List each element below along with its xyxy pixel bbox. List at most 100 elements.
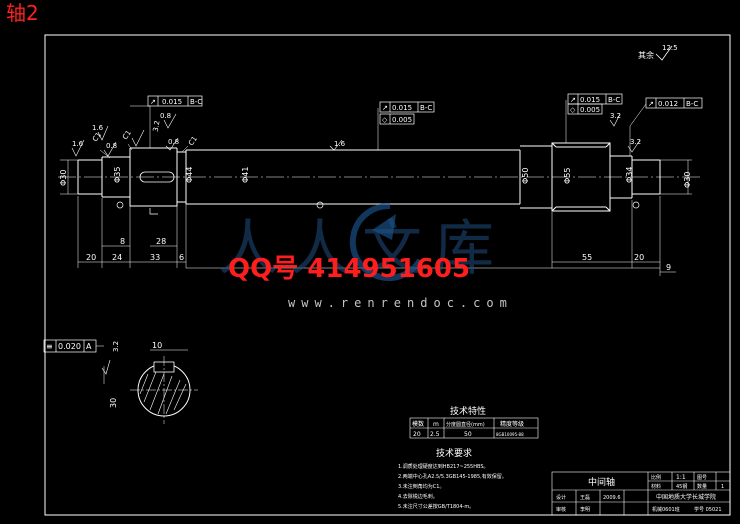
tolerance-frame-left: ↗ 0.015 B-C (130, 95, 203, 148)
section-depth: 30 (109, 398, 118, 408)
roughness-r8: 0.8 (160, 112, 171, 120)
datum-letter-mark (149, 208, 158, 215)
tech-char-h0: 模数 (412, 420, 424, 428)
tol-right-2-value: 0.005 (580, 106, 600, 114)
watermark-chars: 人人文库 (218, 214, 506, 284)
tb-school: 中国地质大学长城学院 (656, 493, 716, 501)
tb-student-no: 学号 05021 (694, 506, 722, 513)
tol-left-value: 0.015 (162, 98, 182, 106)
dim-l4: 6 (179, 253, 184, 262)
tb-qty-label: 数量 (697, 483, 707, 490)
tech-char-v1: 2.5 (430, 431, 440, 438)
tol-mid-1-ref: B-C (420, 104, 432, 112)
cross-section-view: 10 30 3.2 (101, 341, 198, 424)
svg-text:◇: ◇ (382, 116, 388, 124)
chamfer-leaders (99, 143, 189, 159)
tech-req-item-4: 4.去除锐边毛刺。 (398, 493, 438, 500)
tb-checker-label: 审核 (556, 506, 566, 513)
tol-right-3-ref: B-C (686, 100, 698, 108)
roughness-r2: 0.8 (106, 142, 117, 150)
tolerance-frame-mid: ↗ 0.015 B-C ◇ 0.005 (377, 101, 435, 150)
dim-d-left-end: Φ30 (59, 170, 68, 186)
tolerance-frame-far-right: ↗ 0.012 B-C (629, 97, 703, 156)
dim-d-keyed: Φ35 (113, 167, 122, 183)
dim-l3: 33 (150, 253, 160, 262)
dim-l5: 8 (120, 237, 125, 246)
dim-l6: 28 (156, 237, 166, 246)
tb-scale-label: 比例 (651, 474, 661, 481)
chamfer-c3: C1 (187, 135, 199, 147)
tb-material-value: 45钢 (676, 483, 687, 490)
section-tolerance-frame: ≡ 0.020 A (43, 339, 104, 353)
diameter-dim-lines (60, 159, 692, 195)
length-labels: 20 24 33 6 8 28 55 20 9 (86, 237, 671, 272)
tol-right-1-value: 0.015 (580, 96, 600, 104)
sheet-title: 轴2 (6, 1, 39, 25)
tech-char-h3: 精度等级 (500, 420, 524, 428)
tb-qty-value: 1 (721, 484, 724, 490)
tech-char-v3: 8GB10095-88 (496, 432, 524, 437)
dim-l1: 20 (86, 253, 96, 262)
dim-l8: 20 (634, 253, 644, 262)
surface-note-prefix: 其余 (638, 50, 654, 60)
roughness-marks: 1.6 0.8 3.2 0.8 1.6 3.2 3.2 0.8 1.6 (71, 112, 641, 157)
tb-checker-value: 李明 (580, 506, 590, 513)
chamfer-labels: C1 C1 C1 (91, 129, 199, 147)
tb-date: 2009.6 (603, 495, 621, 501)
roughness-r7: 3.2 (630, 138, 641, 146)
dim-d-sleeve: Φ55 (563, 168, 572, 184)
tech-char-v0: 20 (413, 431, 421, 438)
chamfer-c2: C1 (121, 129, 133, 141)
tol-mid-2-value: 0.005 (392, 116, 412, 124)
title-block-text: 中间轴 比例 1:1 图号 材料 45钢 数量 1 设计 王磊 审核 李明 20… (556, 474, 724, 513)
chamfer-c1: C1 (91, 131, 103, 143)
length-dimensions (77, 196, 676, 276)
svg-text:≡: ≡ (46, 342, 53, 351)
surface-note-value: 12.5 (662, 44, 678, 52)
svg-text:↗: ↗ (382, 104, 388, 112)
roughness-r5: 1.6 (334, 140, 346, 148)
tech-char-h1: m (433, 421, 439, 428)
tb-material-label: 材料 (651, 483, 661, 490)
tb-designer-label: 设计 (556, 494, 566, 501)
tech-req-item-1: 1.调质处理硬度达到HB217~255HBS。 (398, 463, 489, 470)
tb-part-name: 中间轴 (588, 476, 615, 488)
shaft-outline (77, 142, 661, 212)
tech-char-h2: 分度圆直径(mm) (446, 421, 485, 428)
datum-mark-left (116, 201, 124, 209)
watermark-logo (349, 202, 423, 281)
tech-req-item-2: 2.两端中心孔A2.5/5.3GB145-1985,有效保留。 (398, 473, 507, 480)
section-width: 10 (152, 341, 162, 350)
section-key-label: 3.2 (112, 341, 120, 352)
tech-req-item-3: 3.未注倒角均为C1。 (398, 483, 444, 490)
tb-class-info: 机械0601班 (652, 506, 680, 513)
dim-l2: 24 (112, 253, 122, 262)
svg-text:◇: ◇ (570, 106, 576, 114)
tol-section-ref: A (86, 342, 92, 351)
tech-req-item-5: 5.未注尺寸公差按GB/T1804-m。 (398, 503, 474, 510)
diameter-labels: Φ30 Φ35 Φ44 Φ41 Φ50 Φ55 Φ34 Φ30 (59, 167, 692, 188)
dim-d-collar: Φ44 (185, 167, 194, 183)
roughness-r9: 1.6 (92, 124, 104, 132)
roughness-r6: 3.2 (610, 112, 621, 120)
tb-scale-value: 1:1 (676, 474, 686, 481)
dim-d-right-1: Φ34 (625, 167, 634, 183)
tol-section-value: 0.020 (58, 342, 81, 351)
dim-d-bearing: Φ50 (521, 168, 530, 184)
datum-mark-mid (316, 201, 324, 209)
tech-requirements: 技术要求 1.调质处理硬度达到HB217~255HBS。 2.两端中心孔A2.5… (398, 447, 507, 510)
dim-d-right-end: Φ30 (683, 172, 692, 188)
tol-left-ref: B-C (190, 98, 202, 106)
svg-text:↗: ↗ (150, 98, 156, 106)
roughness-symbol (655, 45, 673, 61)
drawing-frame (44, 34, 731, 516)
tolerance-frame-right: ↗ 0.015 B-C ◇ 0.005 (565, 93, 623, 143)
keyway-slot (139, 171, 175, 183)
tb-designer-value: 王磊 (580, 495, 590, 501)
watermark-qq: QQ号 414951605 (228, 254, 471, 284)
tol-right-1-ref: B-C (608, 96, 620, 104)
watermark-url: www.renrendoc.com (288, 296, 513, 310)
tech-char-title: 技术特性 (450, 405, 486, 417)
title-block (551, 471, 731, 516)
